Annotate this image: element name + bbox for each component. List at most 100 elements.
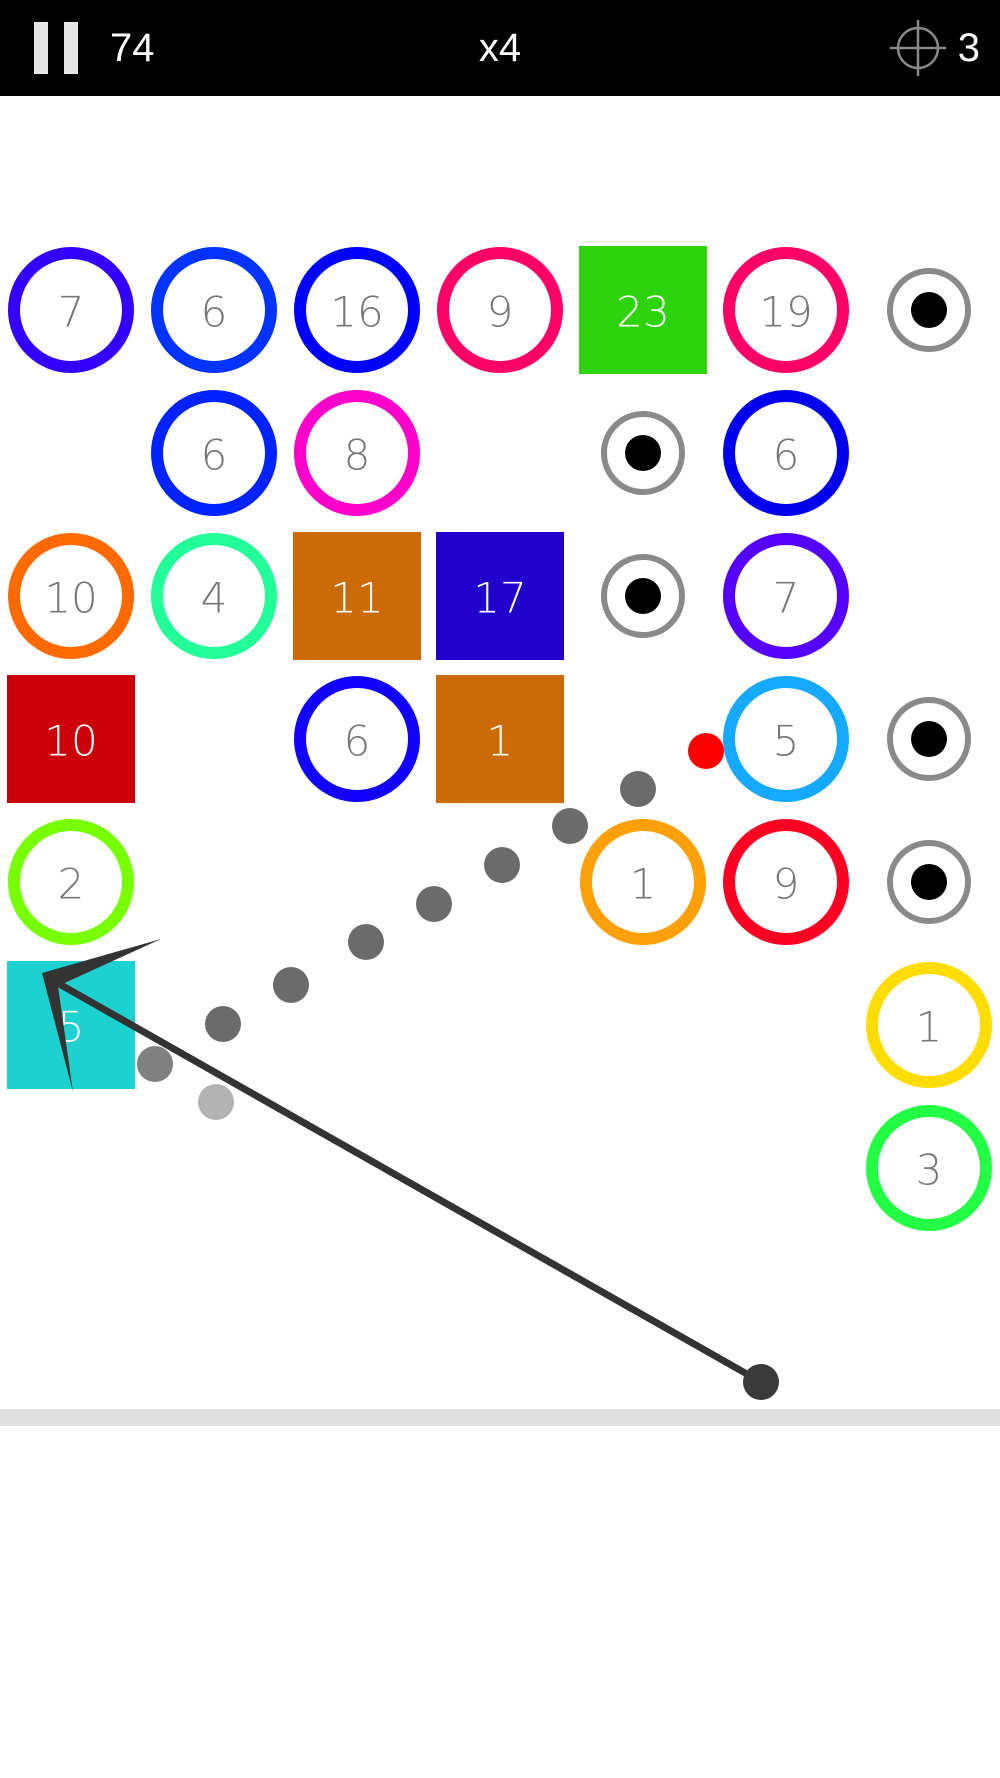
extra-ball-pickup bbox=[601, 554, 685, 638]
circle-block: 16 bbox=[294, 247, 420, 373]
circle-block-ring bbox=[723, 247, 849, 373]
block-value: 3 bbox=[916, 1146, 943, 1195]
block-value: 17 bbox=[473, 574, 526, 623]
circle-block-ring bbox=[723, 533, 849, 659]
square-block: 10 bbox=[7, 675, 135, 803]
pause-icon bbox=[34, 22, 48, 74]
circle-block: 6 bbox=[151, 390, 277, 516]
circle-block-ring bbox=[723, 676, 849, 802]
crosshair-icon bbox=[890, 20, 946, 76]
trail-dot bbox=[273, 967, 309, 1003]
floor-line bbox=[0, 1409, 1000, 1426]
circle-block: 5 bbox=[723, 676, 849, 802]
ball bbox=[688, 733, 724, 769]
pickup-dot bbox=[625, 578, 661, 614]
block-value: 11 bbox=[330, 574, 383, 623]
square-block-body bbox=[436, 532, 564, 660]
circle-block: 4 bbox=[151, 533, 277, 659]
square-block: 23 bbox=[579, 246, 707, 374]
circle-block-ring bbox=[437, 247, 563, 373]
extra-ball-pickup bbox=[887, 840, 971, 924]
circle-block-ring bbox=[723, 390, 849, 516]
score-value: 74 bbox=[110, 26, 155, 70]
trail-dot bbox=[620, 771, 656, 807]
block-value: 6 bbox=[344, 717, 371, 766]
block-value: 2 bbox=[58, 860, 85, 909]
block-value: 10 bbox=[44, 717, 97, 766]
circle-block: 3 bbox=[866, 1105, 992, 1231]
circle-block-ring bbox=[8, 819, 134, 945]
trail-dot bbox=[137, 1046, 173, 1082]
circle-block-ring bbox=[8, 247, 134, 373]
circle-block: 8 bbox=[294, 390, 420, 516]
aim-trail bbox=[137, 771, 656, 1120]
trail-dot bbox=[416, 886, 452, 922]
circle-block: 6 bbox=[151, 247, 277, 373]
circle-block-ring bbox=[151, 247, 277, 373]
circle-block-ring bbox=[580, 819, 706, 945]
block-value: 9 bbox=[487, 288, 514, 337]
block-value: 8 bbox=[344, 431, 371, 480]
block-value: 6 bbox=[201, 431, 228, 480]
balls-remaining: 3 bbox=[957, 26, 980, 70]
circle-block-ring bbox=[866, 1105, 992, 1231]
block-value: 23 bbox=[616, 288, 669, 337]
square-block: 5 bbox=[7, 961, 135, 1089]
pickup-dot bbox=[911, 292, 947, 328]
circle-block: 1 bbox=[866, 962, 992, 1088]
circle-block-ring bbox=[294, 676, 420, 802]
circle-block-ring bbox=[294, 390, 420, 516]
block-value: 6 bbox=[773, 431, 800, 480]
circle-block: 6 bbox=[723, 390, 849, 516]
block-value: 6 bbox=[201, 288, 228, 337]
block-value: 4 bbox=[201, 574, 228, 623]
pause-button[interactable] bbox=[34, 22, 78, 74]
extra-ball-pickup bbox=[601, 411, 685, 495]
trail-dot bbox=[348, 924, 384, 960]
square-block-body bbox=[7, 675, 135, 803]
square-block: 11 bbox=[293, 532, 421, 660]
pickup-dot bbox=[625, 435, 661, 471]
square-block: 17 bbox=[436, 532, 564, 660]
circle-block: 7 bbox=[8, 247, 134, 373]
square-block-body bbox=[436, 675, 564, 803]
circle-block: 7 bbox=[723, 533, 849, 659]
square-block-body bbox=[293, 532, 421, 660]
block-value: 1 bbox=[916, 1003, 943, 1052]
circle-block-ring bbox=[8, 533, 134, 659]
circle-block: 6 bbox=[294, 676, 420, 802]
square-block-body bbox=[7, 961, 135, 1089]
pickup-dot bbox=[911, 721, 947, 757]
circle-block: 19 bbox=[723, 247, 849, 373]
trail-dot bbox=[198, 1084, 234, 1120]
trail-dot bbox=[484, 847, 520, 883]
aim-line bbox=[52, 977, 763, 1386]
block-value: 19 bbox=[759, 288, 812, 337]
circle-block-ring bbox=[151, 533, 277, 659]
extra-ball-pickup bbox=[887, 697, 971, 781]
block-value: 10 bbox=[44, 574, 97, 623]
circle-block: 9 bbox=[437, 247, 563, 373]
hud-bar: 74 x4 3 bbox=[0, 0, 1000, 96]
launcher-ball[interactable] bbox=[743, 1364, 779, 1400]
square-block: 1 bbox=[436, 675, 564, 803]
square-block-body bbox=[579, 246, 707, 374]
extra-ball-pickup bbox=[887, 268, 971, 352]
block-value: 9 bbox=[773, 860, 800, 909]
circle-block-ring bbox=[723, 819, 849, 945]
circle-block-ring bbox=[294, 247, 420, 373]
multiplier-value: x4 bbox=[478, 26, 522, 70]
trail-dot bbox=[205, 1006, 241, 1042]
circle-block: 2 bbox=[8, 819, 134, 945]
block-value: 5 bbox=[773, 717, 800, 766]
pickup-dot bbox=[911, 864, 947, 900]
block-value: 1 bbox=[630, 860, 657, 909]
circle-block: 1 bbox=[580, 819, 706, 945]
circle-block-ring bbox=[866, 962, 992, 1088]
block-value: 7 bbox=[58, 288, 85, 337]
circle-block-ring bbox=[151, 390, 277, 516]
circle-block: 9 bbox=[723, 819, 849, 945]
aim-arrow-head bbox=[42, 939, 161, 1092]
